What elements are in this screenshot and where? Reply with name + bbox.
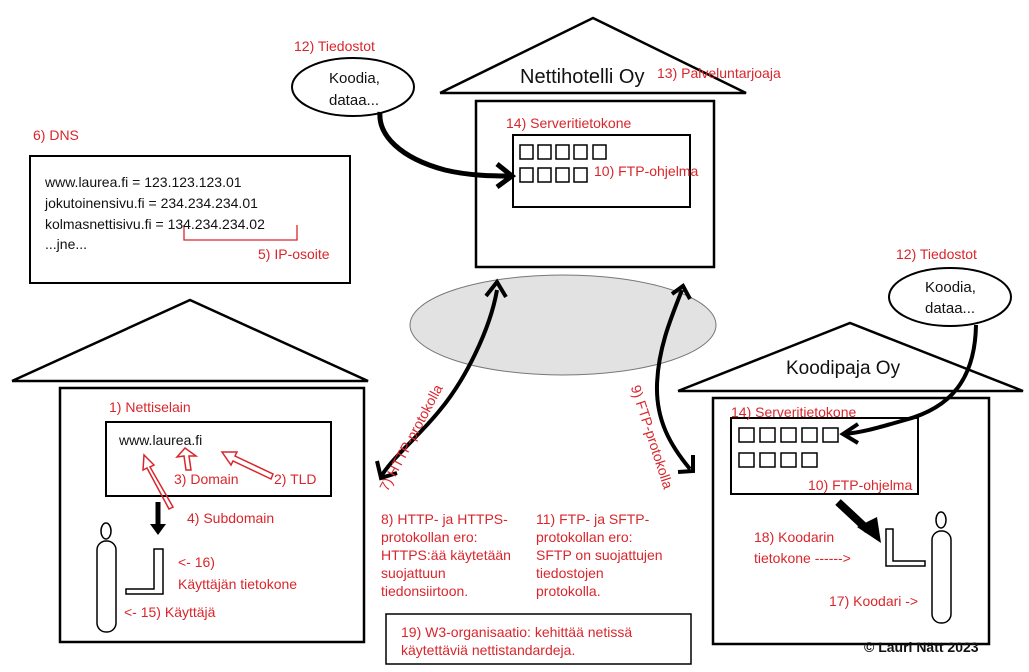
nettihotelli-title: Nettihotelli Oy xyxy=(520,66,645,88)
palveluntarjoaja-label: 13) Palveluntarjoaja xyxy=(657,65,781,81)
dns-entry-3-ip: 134.234.234.02 xyxy=(167,216,265,232)
dns-entry-2: jokutoinensivu.fi = 234.234.234.01 xyxy=(45,195,258,211)
server-top-squares xyxy=(519,144,607,183)
dns-entry-more: ...jne... xyxy=(45,236,88,252)
files-code-right: Koodia, xyxy=(925,279,976,296)
browser-label: 1) Nettiselain xyxy=(109,399,191,415)
coder-label: 17) Koodari -> xyxy=(829,593,919,609)
http-https-difference: 8) HTTP- ja HTTPS-protokollan ero: HTTPS… xyxy=(381,511,511,599)
dns-entry-3: kolmasnettisivu.fi = 134.234.234.02 xyxy=(45,216,265,233)
user-body xyxy=(96,540,117,633)
files-cloud-right xyxy=(888,267,1012,327)
w3-box xyxy=(385,613,692,665)
dns-entry-1: www.laurea.fi = 123.123.123.01 xyxy=(45,174,242,190)
domain-label: 3) Domain xyxy=(174,471,239,487)
user-house xyxy=(11,298,369,644)
files-data-right: dataa... xyxy=(925,300,976,317)
dns-entry-3-name: kolmasnettisivu.fi = xyxy=(45,216,168,232)
files-cloud-top xyxy=(291,57,415,117)
files-data-top: dataa... xyxy=(329,92,380,109)
ip-address-label: 5) IP-osoite xyxy=(258,246,330,262)
dns-label: 6) DNS xyxy=(33,127,79,143)
ftp-arrow xyxy=(654,289,692,471)
server-label-right: 14) Serveritietokone xyxy=(731,404,857,420)
server-right-squares xyxy=(738,427,839,468)
internet-cloud xyxy=(409,274,717,376)
coder-laptop xyxy=(885,528,926,567)
w3-organisation: 19) W3-organisaatio: kehittää netissä kä… xyxy=(401,624,633,658)
user-laptop xyxy=(125,548,164,595)
koodipaja-house xyxy=(677,321,1024,646)
ip-bracket xyxy=(183,225,298,241)
url-pointer-arrows xyxy=(142,446,274,510)
coder-computer-label: 18) Koodarin tietokone ------> xyxy=(754,529,851,566)
user-computer-arrow-label: <- 16) xyxy=(178,554,215,570)
ftp-program-label-top: 10) FTP-ohjelma xyxy=(594,163,699,179)
browser-box xyxy=(105,421,332,497)
coder-body xyxy=(931,530,952,624)
files-to-server-arrow xyxy=(377,111,511,179)
browser-url: www.laurea.fi xyxy=(119,432,203,448)
ftp-program-label-right: 10) FTP-ohjelma xyxy=(808,477,913,493)
tld-label: 2) TLD xyxy=(274,471,317,487)
ftp-sftp-difference: 11) FTP- ja SFTP-protokollan ero: SFTP o… xyxy=(536,511,663,599)
server-label-top: 14) Serveritietokone xyxy=(506,115,632,131)
koodipaja-title: Koodipaja Oy xyxy=(786,358,901,379)
files-label-top: 12) Tiedostot xyxy=(294,38,375,54)
copyright: © Lauri Nätt 2023 xyxy=(864,639,979,655)
nettihotelli-house xyxy=(439,16,747,269)
files-label-right: 12) Tiedostot xyxy=(896,246,977,262)
server-top xyxy=(512,134,691,208)
user-head xyxy=(100,522,112,540)
dns-box xyxy=(29,155,351,284)
user-label: <- 15) Käyttäjä xyxy=(124,604,216,620)
subdomain-label: 4) Subdomain xyxy=(187,510,275,526)
user-computer-label: Käyttäjän tietokone xyxy=(178,576,298,592)
server-right xyxy=(730,417,919,495)
files-code-top: Koodia, xyxy=(329,70,380,87)
http-arrow xyxy=(380,289,499,477)
coder-head xyxy=(935,511,947,529)
files-to-server-right-arrow xyxy=(844,324,978,436)
